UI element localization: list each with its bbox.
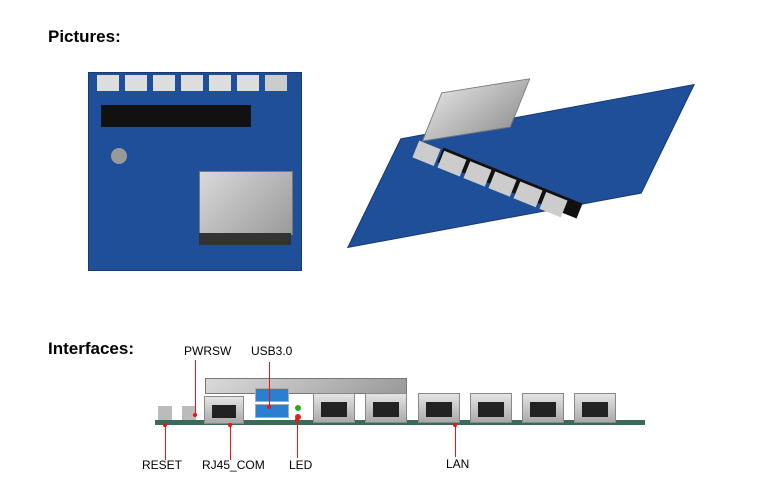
label-usb: USB3.0 bbox=[251, 344, 293, 358]
board-top-view-image bbox=[88, 72, 302, 271]
pictures-heading: Pictures: bbox=[48, 27, 121, 46]
interfaces-heading: Interfaces: bbox=[48, 339, 134, 358]
label-reset: RESET bbox=[142, 458, 183, 472]
board-io-side-image bbox=[155, 378, 645, 428]
label-lan: LAN bbox=[446, 457, 470, 471]
label-pwrsw: PWRSW bbox=[184, 344, 232, 358]
label-rj45-com: RJ45_COM bbox=[202, 458, 265, 472]
board-angled-view-image bbox=[347, 75, 695, 260]
label-led: LED bbox=[289, 458, 313, 472]
